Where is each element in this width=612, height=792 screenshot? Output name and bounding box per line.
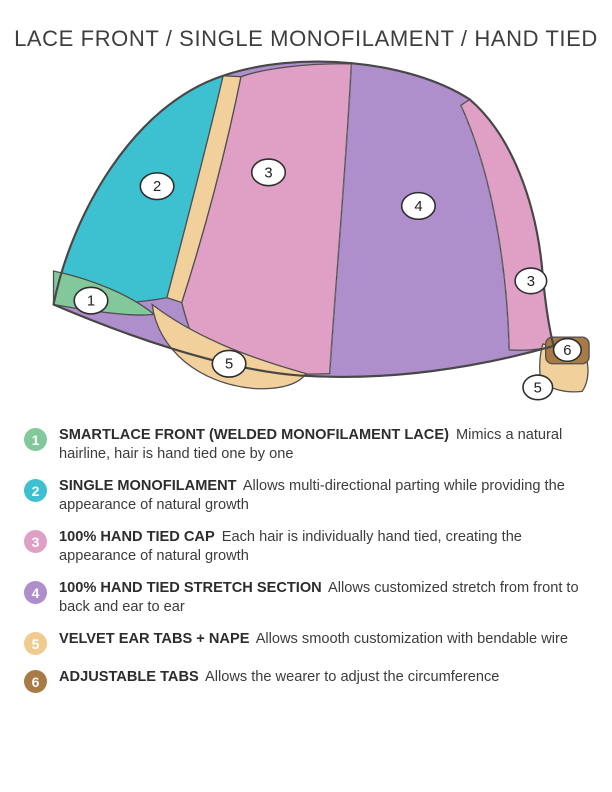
svg-text:1: 1 <box>87 294 95 310</box>
stretch-boundary-front-dashed-line <box>328 63 353 374</box>
legend-text: VELVET EAR TABS + NAPE Allows smooth cus… <box>59 630 568 649</box>
callout-4: 4 <box>400 191 436 221</box>
callout-5-nape: 5 <box>522 374 554 401</box>
svg-text:4: 4 <box>414 199 422 215</box>
legend-item-adjustable-tabs: 6 ADJUSTABLE TABS Allows the wearer to a… <box>24 668 590 693</box>
legend-number-badge: 3 <box>24 530 47 553</box>
legend-term: SMARTLACE FRONT (WELDED MONOFILAMENT LAC… <box>59 427 449 443</box>
legend-item-velvet-ear-tabs: 5 VELVET EAR TABS + NAPE Allows smooth c… <box>24 630 590 655</box>
front-seam-strip <box>166 75 242 304</box>
legend-text: SMARTLACE FRONT (WELDED MONOFILAMENT LAC… <box>59 426 589 464</box>
stretch-boundary-back-dashed-line <box>460 104 510 350</box>
svg-text:6: 6 <box>563 343 571 359</box>
svg-text:3: 3 <box>264 165 272 181</box>
legend-item-smartlace-front: 1 SMARTLACE FRONT (WELDED MONOFILAMENT L… <box>24 426 590 464</box>
legend-text: 100% HAND TIED CAP Each hair is individu… <box>59 528 589 566</box>
callout-2: 2 <box>139 172 175 201</box>
legend-term: VELVET EAR TABS + NAPE <box>59 631 250 647</box>
legend-desc: Allows customized stretch from front to … <box>59 580 579 615</box>
legend-text: 100% HAND TIED STRETCH SECTION Allows cu… <box>59 579 589 617</box>
wig-cap-diagram: 1 2 3 4 3 5 5 <box>0 56 612 416</box>
legend-text: SINGLE MONOFILAMENT Allows multi-directi… <box>59 477 589 515</box>
legend-term: SINGLE MONOFILAMENT <box>59 478 237 494</box>
svg-text:5: 5 <box>225 357 233 373</box>
legend-desc: Allows the wearer to adjust the circumfe… <box>204 669 500 685</box>
page-title: LACE FRONT / SINGLE MONOFILAMENT / HAND … <box>14 26 598 51</box>
legend-term: ADJUSTABLE TABS <box>59 669 199 685</box>
legend-desc: Allows smooth customization with bendabl… <box>255 631 568 647</box>
legend-desc: Allows multi-directional parting while p… <box>59 478 565 513</box>
svg-text:5: 5 <box>534 380 542 396</box>
svg-text:2: 2 <box>153 179 161 195</box>
callout-3-back: 3 <box>514 267 548 295</box>
callout-3: 3 <box>250 158 287 187</box>
legend-number-badge: 6 <box>24 670 47 693</box>
legend-number-badge: 2 <box>24 479 47 502</box>
callout-1: 1 <box>73 286 109 315</box>
callout-6: 6 <box>552 337 582 363</box>
legend: 1 SMARTLACE FRONT (WELDED MONOFILAMENT L… <box>0 416 612 693</box>
legend-term: 100% HAND TIED CAP <box>59 529 215 545</box>
legend-number-badge: 1 <box>24 428 47 451</box>
legend-number-badge: 4 <box>24 581 47 604</box>
legend-item-hand-tied-cap: 3 100% HAND TIED CAP Each hair is indivi… <box>24 528 590 566</box>
legend-desc: Each hair is individually hand tied, cre… <box>59 529 522 564</box>
legend-item-stretch-section: 4 100% HAND TIED STRETCH SECTION Allows … <box>24 579 590 617</box>
legend-desc: Mimics a natural hairline, hair is hand … <box>59 427 563 462</box>
legend-item-single-monofilament: 2 SINGLE MONOFILAMENT Allows multi-direc… <box>24 477 590 515</box>
legend-term: 100% HAND TIED STRETCH SECTION <box>59 580 322 596</box>
region-velvet-ear-tab <box>151 303 308 390</box>
svg-text:3: 3 <box>527 274 535 290</box>
legend-text: ADJUSTABLE TABS Allows the wearer to adj… <box>59 668 499 687</box>
legend-number-badge: 5 <box>24 632 47 655</box>
callout-5-ear-tab: 5 <box>211 349 247 378</box>
cap-outline <box>52 60 555 379</box>
